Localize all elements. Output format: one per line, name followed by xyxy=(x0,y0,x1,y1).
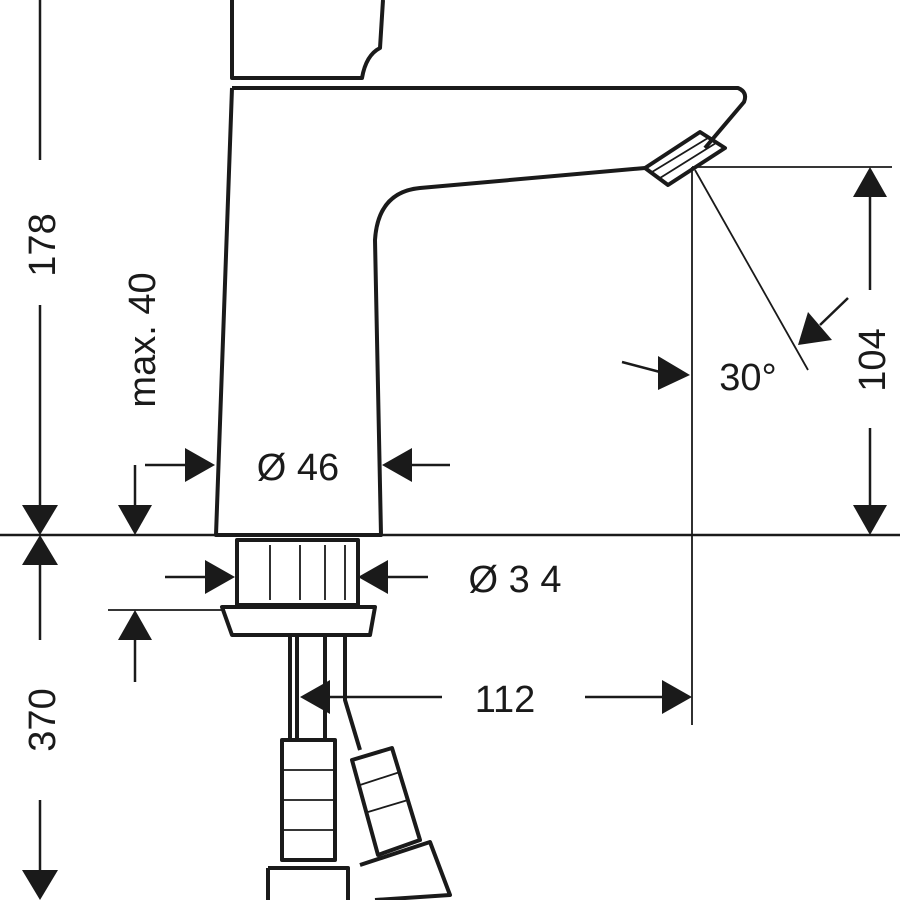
dimension-104 xyxy=(853,167,887,535)
label-diameter-34: Ø 3 4 xyxy=(469,559,562,601)
label-max-40: max. 40 xyxy=(122,272,164,407)
dimension-diameter-46 xyxy=(145,448,450,482)
label-diameter-46: Ø 46 xyxy=(257,447,339,489)
dimension-max-40 xyxy=(118,465,152,682)
faucet-outline xyxy=(214,0,748,900)
label-30-degree: 30° xyxy=(719,357,776,399)
reference-lines xyxy=(0,166,900,725)
dimension-30-degree xyxy=(621,169,849,390)
dimension-178 xyxy=(22,0,58,900)
label-370: 370 xyxy=(22,688,64,751)
label-104: 104 xyxy=(852,328,894,391)
label-112: 112 xyxy=(475,679,536,721)
label-178: 178 xyxy=(22,213,64,276)
dimension-112 xyxy=(300,680,692,714)
dimension-diameter-34 xyxy=(165,560,428,594)
